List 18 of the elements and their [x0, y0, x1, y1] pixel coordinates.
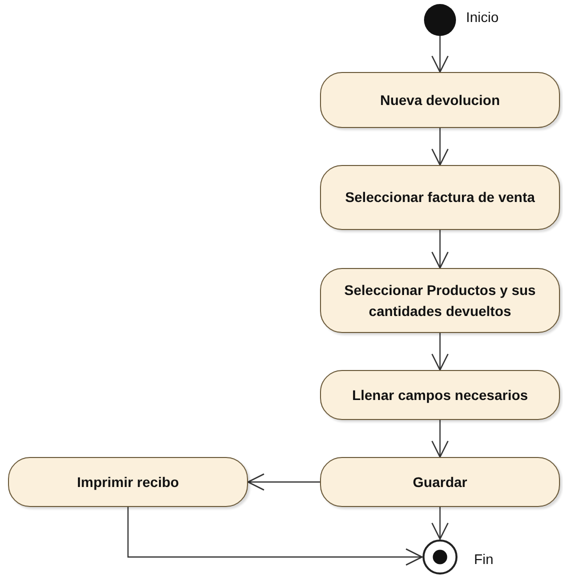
arrow: [127, 507, 423, 566]
action-box: Seleccionar Productos y sus cantidades devueltos: [320, 268, 560, 333]
arrow: [431, 420, 449, 458]
arrow: [431, 128, 449, 166]
action-box: Llenar campos necesarios: [320, 370, 560, 420]
action-box: Guardar: [320, 457, 560, 507]
initial-node: [424, 4, 456, 36]
arrow: [431, 36, 449, 73]
action-box: Imprimir recibo: [8, 457, 248, 507]
action-box: Nueva devolucion: [320, 72, 560, 128]
arrow: [431, 333, 449, 371]
arrow: [247, 473, 320, 491]
arrow: [431, 230, 449, 269]
arrow: [431, 507, 449, 540]
final-node: [422, 539, 458, 575]
node-label: Inicio: [466, 9, 499, 25]
node-label: Fin: [474, 551, 494, 567]
action-box: Seleccionar factura de venta: [320, 165, 560, 230]
